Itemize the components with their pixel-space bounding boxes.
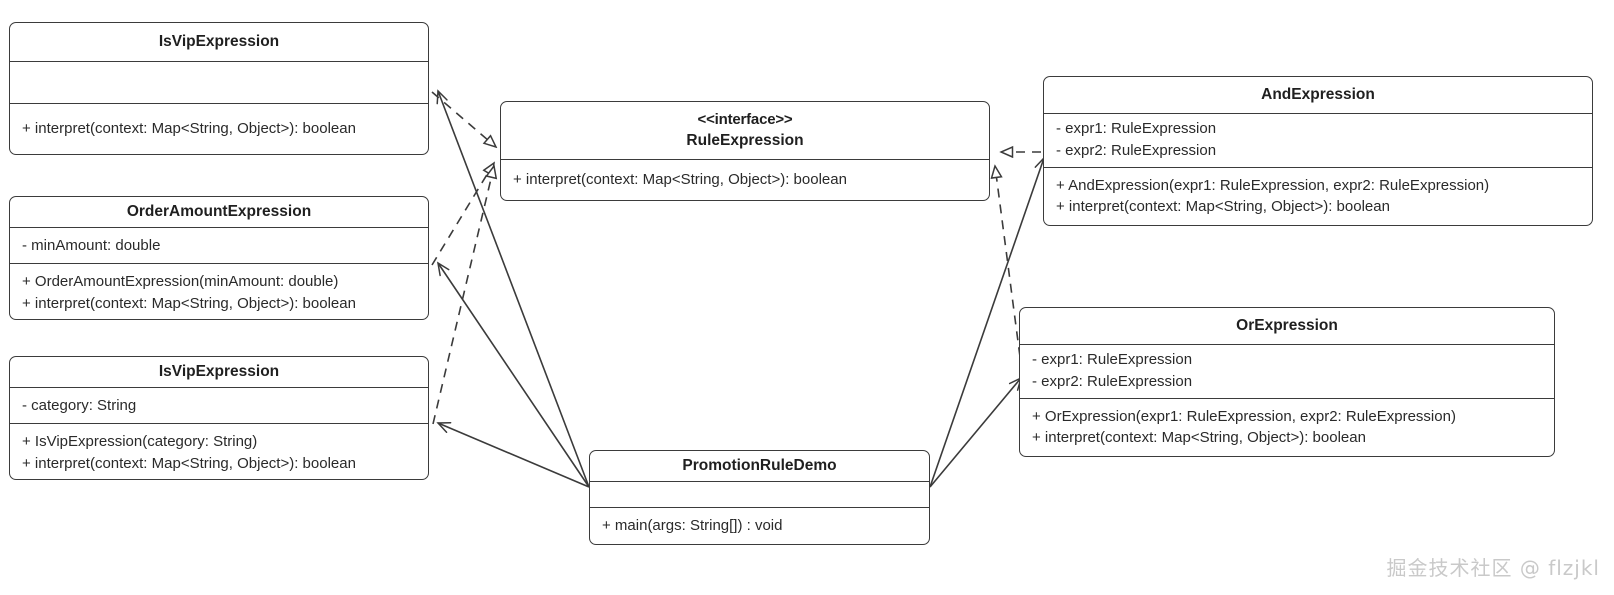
class-title-or-expression: OrExpression [1020,308,1554,344]
watermark-text: 掘金技术社区 @ flzjkl [1386,556,1600,580]
class-box-rule-expression-interface[interactable]: <<interface>> RuleExpression + interpret… [500,101,990,201]
edge-realization-orderamount [431,163,494,266]
method-item: + interpret(context: Map<String, Object>… [22,294,356,312]
class-title-rule-expression-interface: <<interface>> RuleExpression [501,102,989,159]
class-title-is-vip-expression-top: IsVipExpression [10,23,428,61]
class-attributes-and-expression: - expr1: RuleExpression - expr2: RuleExp… [1044,112,1592,167]
attribute-item: - minAmount: double [22,236,161,254]
class-box-is-vip-expression-bottom[interactable]: IsVipExpression - category: String + IsV… [9,356,429,480]
class-attributes-is-vip-expression-top [10,61,428,103]
class-box-promotion-rule-demo[interactable]: PromotionRuleDemo + main(args: String[])… [589,450,930,545]
class-name-label: IsVipExpression [158,33,280,50]
class-methods-or-expression: + OrExpression(expr1: RuleExpression, ex… [1020,397,1554,457]
class-title-order-amount-expression: OrderAmountExpression [10,197,428,227]
attribute-item: - expr2: RuleExpression [1032,373,1193,390]
method-item: + main(args: String[]) : void [602,517,783,535]
method-item: + interpret(context: Map<String, Object>… [513,171,847,189]
edge-dependency-to-orderamount [436,261,590,488]
edge-dependency-to-orexpression [929,376,1023,488]
method-item: + IsVipExpression(category: String) [22,433,258,450]
class-box-order-amount-expression[interactable]: OrderAmountExpression - minAmount: doubl… [9,196,429,320]
class-title-is-vip-expression-bottom: IsVipExpression [10,357,428,387]
class-stereotype-label: <<interface>> [697,110,793,128]
class-methods-and-expression: + AndExpression(expr1: RuleExpression, e… [1044,166,1592,226]
class-attributes-is-vip-expression-bottom: - category: String [10,387,428,423]
class-methods-promotion-rule-demo: + main(args: String[]) : void [590,507,929,544]
attribute-item: - category: String [22,396,137,414]
class-methods-is-vip-expression-top: + interpret(context: Map<String, Object>… [10,103,428,154]
edge-realization-orexpression [995,166,1023,373]
class-box-or-expression[interactable]: OrExpression - expr1: RuleExpression - e… [1019,307,1555,457]
class-title-and-expression: AndExpression [1044,77,1592,113]
class-name-label: IsVipExpression [158,363,280,380]
class-attributes-or-expression: - expr1: RuleExpression - expr2: RuleExp… [1020,343,1554,398]
class-name-label: OrderAmountExpression [126,203,312,220]
method-item: + OrExpression(expr1: RuleExpression, ex… [1032,407,1456,425]
class-title-promotion-rule-demo: PromotionRuleDemo [590,451,929,481]
class-attributes-order-amount-expression: - minAmount: double [10,227,428,263]
method-item: + interpret(context: Map<String, Object>… [22,120,356,138]
attribute-item: - expr1: RuleExpression [1056,120,1217,138]
edge-realization-isvip-top [431,91,496,147]
method-item: + interpret(context: Map<String, Object>… [1056,198,1390,216]
class-box-is-vip-expression-top[interactable]: IsVipExpression + interpret(context: Map… [9,22,429,155]
class-methods-rule-expression-interface: + interpret(context: Map<String, Object>… [501,159,989,200]
class-attributes-promotion-rule-demo [590,481,929,507]
method-item: + OrderAmountExpression(minAmount: doubl… [22,273,339,290]
class-name-label: AndExpression [1261,85,1375,103]
class-name-label: OrExpression [1236,316,1338,334]
class-methods-is-vip-expression-bottom: + IsVipExpression(category: String) + in… [10,423,428,479]
attribute-item: - expr1: RuleExpression [1032,351,1193,369]
edge-realization-isvip-bottom [432,166,494,425]
method-item: + interpret(context: Map<String, Object>… [1032,429,1366,447]
class-name-label: RuleExpression [686,132,804,150]
edge-dependency-to-isvip-bottom [436,421,590,488]
class-name-label: PromotionRuleDemo [682,457,837,474]
attribute-item: - expr2: RuleExpression [1056,142,1217,159]
class-methods-order-amount-expression: + OrderAmountExpression(minAmount: doubl… [10,263,428,319]
method-item: + AndExpression(expr1: RuleExpression, e… [1056,176,1490,194]
class-box-and-expression[interactable]: AndExpression - expr1: RuleExpression - … [1043,76,1593,226]
method-item: + interpret(context: Map<String, Object>… [22,454,356,472]
